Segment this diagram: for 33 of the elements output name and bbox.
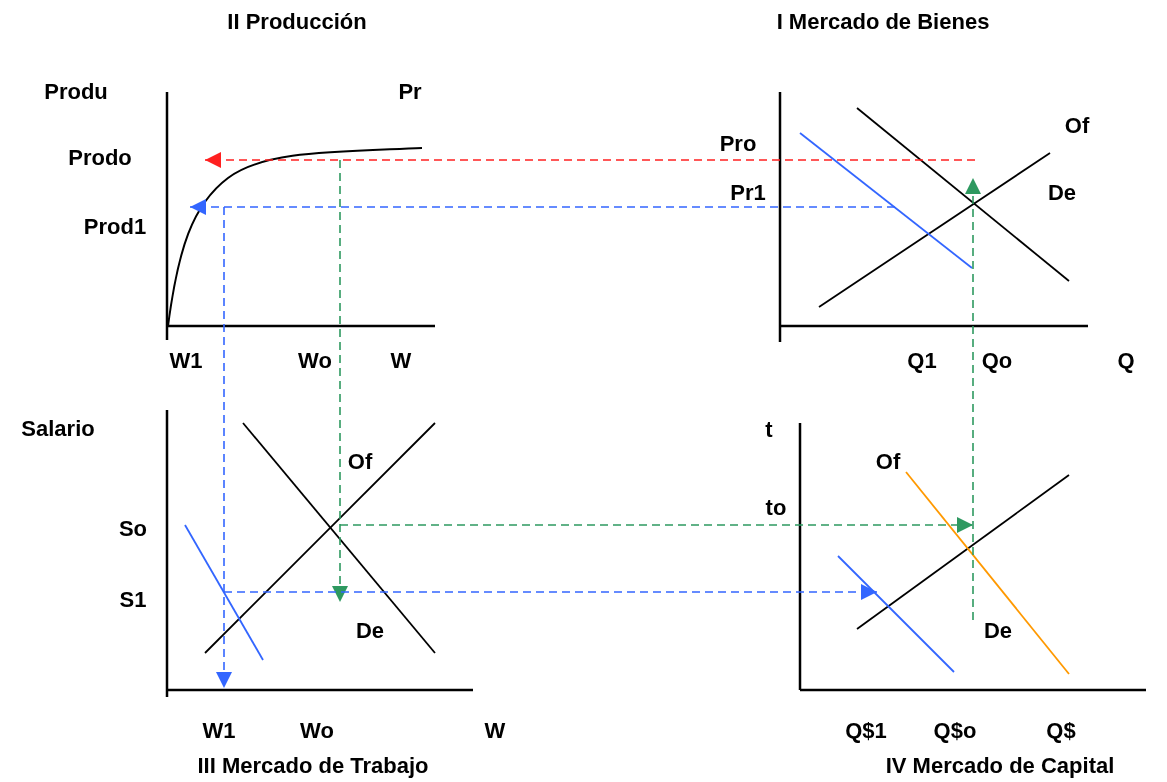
axis-label: W (390, 348, 412, 374)
axis-tick-label: Qo (981, 348, 1013, 374)
axis-tick-label: W1 (202, 718, 236, 744)
curve-label: Of (875, 449, 901, 475)
axis-label: Produ (44, 79, 108, 105)
axis-label: Q (1117, 348, 1135, 374)
axis-tick-label: Q$o (933, 718, 977, 744)
axis-tick-label: Q1 (907, 348, 937, 374)
axis-tick-label: Wo (300, 718, 334, 744)
chart-title: I Mercado de Bienes (776, 9, 990, 35)
axis-tick-label: to (765, 495, 787, 521)
axis-tick-label: Wo (298, 348, 332, 374)
axis-tick-label: S1 (119, 587, 147, 613)
chart-title: III Mercado de Trabajo (197, 753, 429, 779)
chart-title: IV Mercado de Capital (885, 753, 1115, 779)
curve-label: De (355, 618, 385, 644)
axis-tick-label: Q$1 (845, 718, 887, 744)
axis-tick-label: Pro (719, 131, 757, 157)
curve-label: Of (1064, 113, 1090, 139)
axis-tick-label: W1 (169, 348, 203, 374)
axis-tick-label: Prodo (68, 145, 132, 171)
curve-label: De (1047, 180, 1077, 206)
curve-label: Pr (398, 79, 422, 105)
chart-title: II Producción (227, 9, 367, 35)
axis-tick-label: Prod1 (83, 214, 147, 240)
axis-tick-label: So (118, 516, 148, 542)
axis-label: Q$ (1046, 718, 1076, 744)
axis-tick-label: Pr1 (730, 180, 766, 206)
curve-label: De (983, 618, 1013, 644)
curve-label: Of (347, 449, 373, 475)
axis-label: t (765, 417, 773, 443)
axis-label: W (484, 718, 506, 744)
axis-label: Salario (21, 416, 95, 442)
